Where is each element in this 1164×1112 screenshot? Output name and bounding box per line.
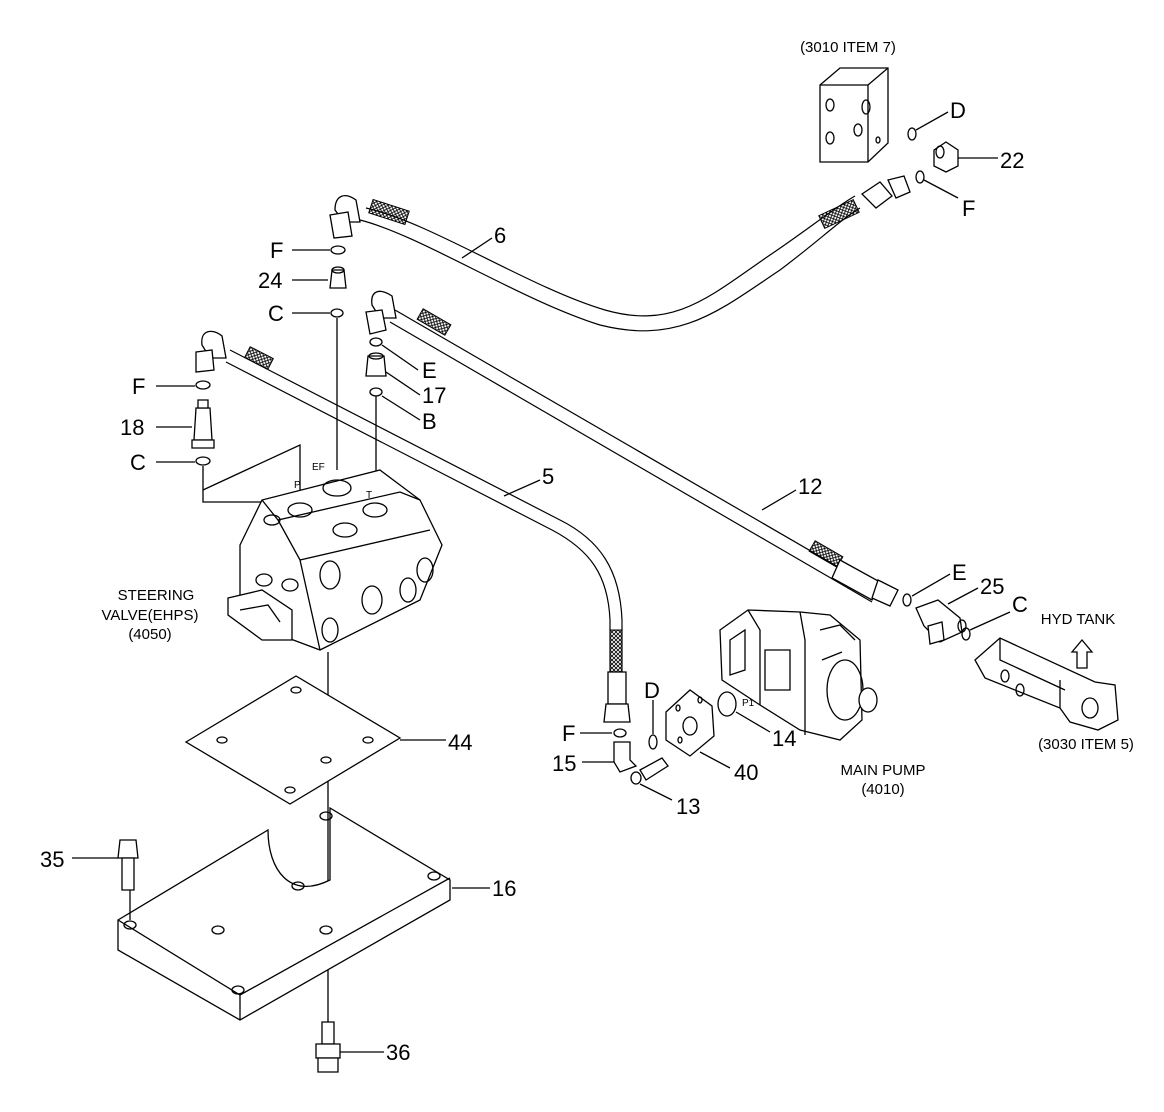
label-f-left: F bbox=[132, 374, 145, 399]
port-p1: P1 bbox=[742, 698, 755, 709]
o-ring-f-pump bbox=[613, 728, 627, 738]
label-22: 22 bbox=[1000, 148, 1024, 173]
o-ring-c-right bbox=[961, 627, 971, 641]
bolt-35 bbox=[117, 839, 139, 891]
tank-ref-caption: (3030 ITEM 5) bbox=[1038, 736, 1134, 753]
o-ring-f-top-right bbox=[915, 170, 925, 184]
label-f-top-right: F bbox=[962, 196, 975, 221]
bracket-16 bbox=[117, 806, 451, 1021]
hose-12 bbox=[365, 290, 899, 607]
steering-caption-2: VALVE(EHPS) bbox=[102, 607, 199, 624]
label-d-pump: D bbox=[644, 678, 660, 703]
label-14: 14 bbox=[772, 726, 796, 751]
o-ring-b-upper bbox=[369, 387, 383, 397]
o-ring-f-left bbox=[195, 380, 211, 390]
label-c-right: C bbox=[1012, 592, 1028, 617]
tee-fitting-25 bbox=[915, 599, 967, 645]
o-ring-f-upper bbox=[330, 245, 346, 255]
check-valve-18 bbox=[191, 399, 215, 449]
label-d-top: D bbox=[950, 98, 966, 123]
elbow-fitting-22 bbox=[933, 141, 959, 173]
steering-caption-3: (4050) bbox=[128, 626, 171, 643]
o-ring-c-left bbox=[195, 456, 211, 466]
label-c-upper: C bbox=[268, 301, 284, 326]
label-c-left: C bbox=[130, 450, 146, 475]
main-pump-caption-2: (4010) bbox=[861, 781, 904, 798]
label-12: 12 bbox=[798, 474, 822, 499]
label-6: 6 bbox=[494, 223, 506, 248]
main-pump bbox=[719, 609, 878, 741]
valve-block-caption: (3010 ITEM 7) bbox=[800, 39, 896, 56]
bolt-36 bbox=[315, 1021, 341, 1073]
bolt-13 bbox=[630, 757, 669, 785]
o-ring-e-upper bbox=[369, 337, 383, 347]
main-pump-caption-1: MAIN PUMP bbox=[840, 762, 925, 779]
hose-6 bbox=[329, 175, 911, 332]
label-f-pump: F bbox=[562, 721, 575, 746]
label-16: 16 bbox=[492, 876, 516, 901]
label-18: 18 bbox=[120, 415, 144, 440]
hydraulic-tank-manifold bbox=[974, 637, 1119, 731]
label-b-upper: B bbox=[422, 409, 437, 434]
steering-valve bbox=[227, 469, 443, 651]
o-ring-14 bbox=[717, 691, 737, 717]
label-17: 17 bbox=[422, 383, 446, 408]
label-5: 5 bbox=[542, 464, 554, 489]
connector-24 bbox=[329, 266, 347, 289]
label-f-upper: F bbox=[270, 238, 283, 263]
label-13: 13 bbox=[676, 794, 700, 819]
label-e-right: E bbox=[952, 560, 967, 585]
port-ef: EF bbox=[312, 462, 325, 473]
elbow-fitting-15 bbox=[613, 741, 638, 773]
arrow-up-icon bbox=[1070, 638, 1094, 669]
connector-17 bbox=[365, 352, 387, 377]
o-ring-e-right bbox=[902, 593, 912, 607]
hose-5 bbox=[195, 330, 631, 723]
flange-40 bbox=[665, 689, 715, 757]
hyd-tank-caption: HYD TANK bbox=[1041, 611, 1115, 628]
label-e-upper: E bbox=[422, 358, 437, 383]
plate-44 bbox=[184, 675, 402, 805]
o-ring-d-pump bbox=[648, 734, 658, 750]
label-24: 24 bbox=[258, 268, 282, 293]
valve-block-3010 bbox=[819, 67, 889, 163]
label-15: 15 bbox=[552, 751, 576, 776]
port-p: P bbox=[294, 480, 301, 491]
label-25: 25 bbox=[980, 574, 1004, 599]
o-ring-c-upper bbox=[330, 308, 344, 318]
label-40: 40 bbox=[734, 760, 758, 785]
steering-caption-1: STEERING bbox=[118, 587, 195, 604]
label-35: 35 bbox=[40, 847, 64, 872]
label-36: 36 bbox=[386, 1040, 410, 1065]
o-ring-d-top bbox=[907, 127, 917, 141]
port-t: T bbox=[366, 490, 372, 501]
label-44: 44 bbox=[448, 730, 472, 755]
